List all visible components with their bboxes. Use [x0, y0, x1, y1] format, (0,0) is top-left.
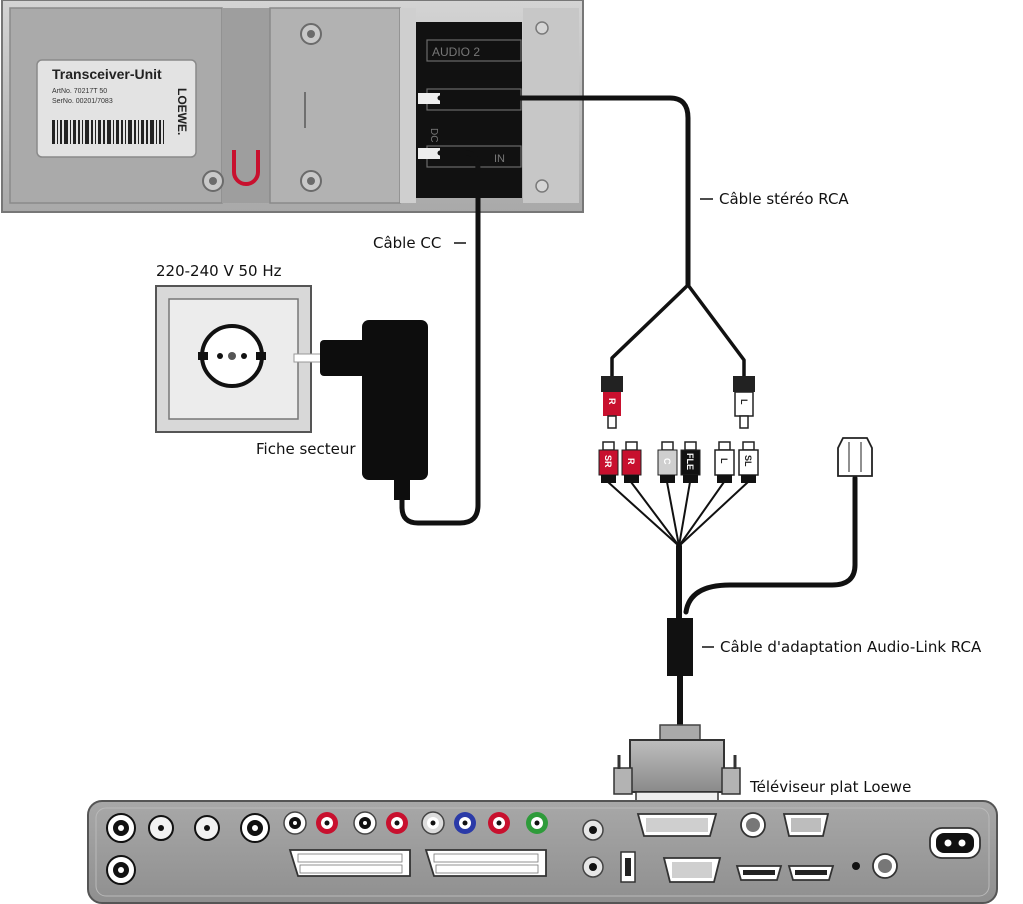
product-sticker: Transceiver-Unit ArtNo. 70217T 50 SerNo.… [36, 59, 197, 158]
cinch-jack[interactable] [421, 811, 445, 835]
antenna-jack[interactable] [194, 815, 220, 841]
stereo-branch-right [686, 283, 746, 382]
in-port-label: IN [494, 153, 505, 165]
serial-port[interactable] [782, 813, 830, 837]
rca-plug-sr: SR [598, 441, 619, 483]
scart-port[interactable] [288, 849, 411, 877]
wall-socket [155, 285, 312, 433]
brand-logo: LOEWE. [175, 88, 189, 135]
rca-plug-l: L [714, 441, 735, 483]
dc-cable [399, 150, 481, 526]
antenna-jack[interactable] [148, 815, 174, 841]
sticker-line2: SerNo. 00201/7083 [52, 98, 113, 105]
rca-plug-sl: SL [738, 441, 759, 483]
hdmi-port[interactable] [735, 865, 783, 881]
rca-plug-r: R [621, 441, 642, 483]
transceiver-unit: Transceiver-Unit ArtNo. 70217T 50 SerNo.… [1, 0, 584, 213]
cinch-jack[interactable] [353, 811, 377, 835]
vga-port[interactable] [662, 857, 722, 883]
plug-label-sr: SR [603, 455, 613, 468]
dc-jack[interactable] [418, 148, 440, 159]
cinch-jack[interactable] [454, 812, 476, 834]
audio2-jack[interactable] [418, 93, 440, 104]
sticker-title: Transceiver-Unit [52, 66, 162, 82]
sticker-line1: ArtNo. 70217T 50 [52, 88, 107, 95]
plug-pins [293, 353, 323, 363]
cinch-jack[interactable] [526, 812, 548, 834]
power-inlet[interactable] [929, 827, 981, 859]
stereo-branch-left [610, 283, 690, 382]
plug-label-sl: SL [743, 455, 753, 467]
antenna-jack[interactable] [106, 855, 136, 885]
rca-plug-white-l: L [733, 376, 755, 429]
hook-icon [232, 150, 260, 186]
tv-rear-panel [87, 800, 998, 904]
adapter-cable-label: Câble d'adaptation Audio-Link RCA [720, 638, 982, 656]
stereo-cable [437, 95, 691, 288]
network-cable [683, 475, 858, 615]
stereo-cable-label: Câble stéréo RCA [719, 190, 849, 208]
din-port[interactable] [872, 853, 898, 879]
dsub-connector [613, 724, 741, 803]
hdmi-port[interactable] [787, 865, 835, 881]
antenna-jack[interactable] [106, 813, 136, 843]
audio-jack[interactable] [582, 819, 604, 841]
plug-label-fle: FLE [685, 453, 695, 470]
rca-plug-fle: FLE [680, 441, 701, 483]
plug-label-group-l: L [719, 458, 729, 464]
adapter-ferrite [667, 618, 693, 676]
usb-port[interactable] [620, 851, 636, 883]
barcode [52, 120, 164, 144]
voltage-label: 220-240 V 50 Hz [156, 262, 282, 280]
audio2-port-label: AUDIO 2 [432, 45, 480, 59]
svideo-port[interactable] [740, 812, 766, 838]
dc-cable-label: Câble CC [373, 234, 442, 252]
rca-fan-cables [607, 481, 749, 547]
cinch-jack[interactable] [386, 812, 408, 834]
label-leaders [454, 198, 714, 648]
scart-port[interactable] [424, 849, 547, 877]
cinch-jack[interactable] [316, 812, 338, 834]
plug-label-group-r: R [626, 458, 636, 465]
cinch-jack[interactable] [488, 812, 510, 834]
plug-label-l: L [739, 399, 749, 405]
plug-label-r: R [607, 398, 617, 405]
mains-adapter [320, 320, 428, 500]
indicator-dot [852, 862, 860, 870]
tv-label: Téléviseur plat Loewe [750, 778, 912, 796]
connector-panel: AUDIO 2 IN DC [416, 22, 522, 198]
cinch-jack[interactable] [283, 811, 307, 835]
network-plug-icon [837, 437, 873, 477]
mains-plug-label: Fiche secteur [256, 440, 356, 458]
audio-jack[interactable] [582, 856, 604, 878]
rca-plug-red-r: R [601, 376, 623, 429]
plug-label-c: C [662, 458, 672, 465]
dsub-port[interactable] [636, 813, 718, 837]
antenna-jack[interactable] [240, 813, 270, 843]
dc-port-label: DC [428, 128, 439, 142]
rca-plug-c: C [657, 441, 678, 483]
cables [317, 95, 858, 728]
